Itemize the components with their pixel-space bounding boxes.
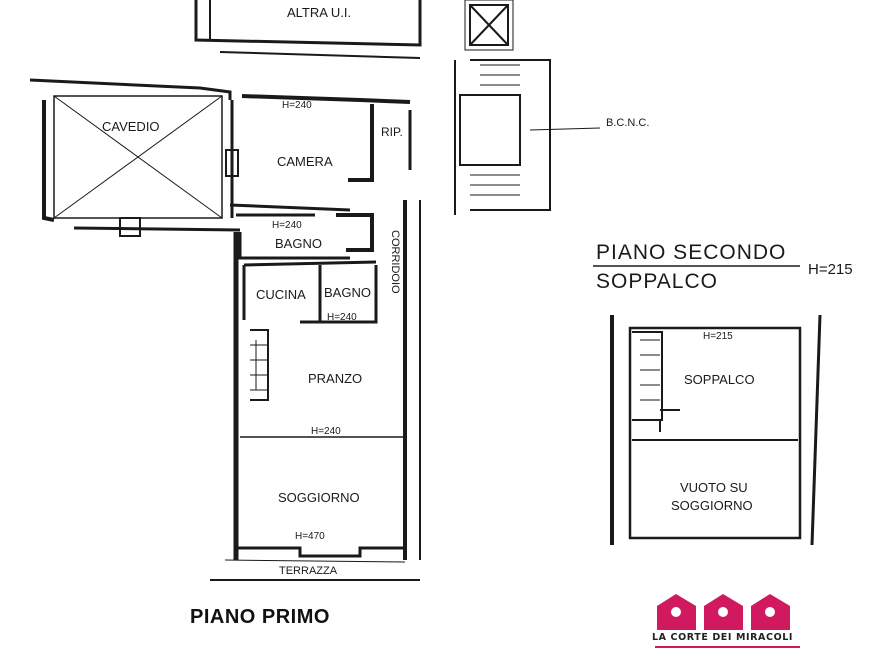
label-h-camera: H=240 bbox=[282, 100, 312, 111]
label-cucina: CUCINA bbox=[256, 287, 306, 302]
second-floor-subtitle: SOPPALCO bbox=[596, 270, 718, 293]
label-h-bagno1: H=240 bbox=[272, 220, 302, 231]
label-h-bagno2: H=240 bbox=[327, 312, 357, 323]
label-bcnc: B.C.N.C. bbox=[606, 117, 649, 129]
label-corridoio: CORRIDOIO bbox=[389, 230, 401, 294]
second-floor-title: PIANO SECONDO bbox=[596, 241, 786, 264]
label-altra-ui: ALTRA U.I. bbox=[287, 5, 351, 20]
label-h-soppalco: H=215 bbox=[703, 331, 733, 342]
label-vuoto-line1: VUOTO SU bbox=[680, 480, 748, 495]
label-h-pranzo: H=240 bbox=[311, 426, 341, 437]
label-h-soggiorno: H=470 bbox=[295, 531, 325, 542]
second-floor-height: H=215 bbox=[808, 261, 853, 278]
label-terrazza: TERRAZZA bbox=[279, 565, 338, 577]
label-cavedio: CAVEDIO bbox=[102, 119, 160, 134]
brand-underline bbox=[655, 646, 800, 648]
label-rip: RIP. bbox=[381, 125, 403, 139]
label-soppalco: SOPPALCO bbox=[684, 372, 755, 387]
label-camera: CAMERA bbox=[277, 154, 333, 169]
label-bagno2: BAGNO bbox=[324, 285, 371, 300]
houses-icon bbox=[657, 594, 790, 630]
label-pranzo: PRANZO bbox=[308, 371, 362, 386]
label-soggiorno: SOGGIORNO bbox=[278, 490, 360, 505]
brand-name: LA CORTE DEI MIRACOLI bbox=[652, 632, 794, 643]
label-bagno1: BAGNO bbox=[275, 236, 322, 251]
label-vuoto-line2: SOGGIORNO bbox=[671, 498, 753, 513]
brand-logo: LA CORTE DEI MIRACOLI bbox=[652, 590, 812, 660]
floor-caption: PIANO PRIMO bbox=[190, 606, 330, 628]
